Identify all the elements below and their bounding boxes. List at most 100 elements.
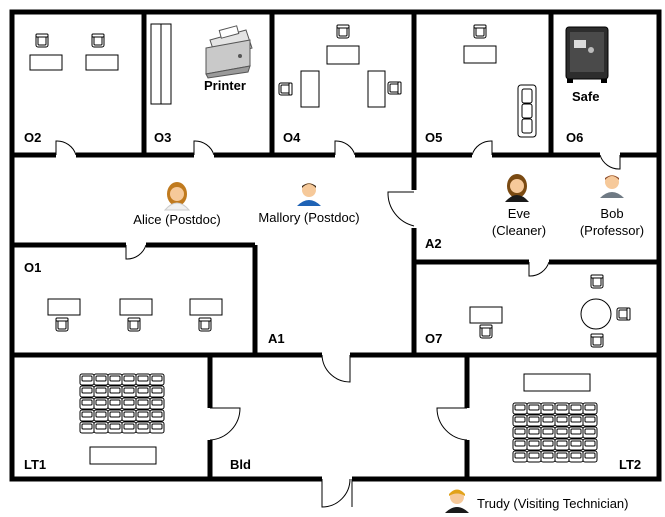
lecture-seat bbox=[568, 426, 584, 439]
door-gaps bbox=[56, 151, 620, 483]
lecture-seat bbox=[149, 421, 165, 434]
doors bbox=[55, 140, 621, 508]
room-label-o7: O7 bbox=[425, 331, 442, 346]
lecture-seat bbox=[582, 402, 598, 415]
lecture-seat bbox=[93, 373, 109, 386]
bob-avatar-icon bbox=[600, 175, 624, 198]
lecture-seat bbox=[107, 409, 123, 422]
bob-label-name: Bob bbox=[600, 206, 623, 221]
printer-label: Printer bbox=[204, 78, 246, 93]
lecture-seat bbox=[526, 402, 542, 415]
lecture-seat bbox=[554, 450, 570, 463]
lecture-seat bbox=[149, 409, 165, 422]
door-a1 bbox=[321, 354, 351, 383]
furniture-o7 bbox=[469, 274, 631, 348]
mallory-avatar-icon bbox=[297, 183, 321, 206]
lecture-seat bbox=[512, 426, 528, 439]
lecture-seat bbox=[149, 385, 165, 398]
door-o4 bbox=[334, 140, 356, 156]
lecture-seat bbox=[121, 409, 137, 422]
door-o5 bbox=[471, 140, 493, 156]
lecture-seat bbox=[93, 421, 109, 434]
door-o1 bbox=[125, 244, 147, 260]
room-label-o2: O2 bbox=[24, 130, 41, 145]
furniture-lt1 bbox=[79, 373, 165, 434]
lecture-seat bbox=[554, 414, 570, 427]
lecture-seat bbox=[121, 397, 137, 410]
lecture-seat bbox=[540, 414, 556, 427]
lecture-seat bbox=[582, 414, 598, 427]
room-label-bld: Bld bbox=[230, 457, 251, 472]
trudy-label: Trudy (Visiting Technician) bbox=[477, 496, 629, 511]
eve-avatar-icon bbox=[505, 174, 529, 202]
lecture-seat bbox=[512, 402, 528, 415]
eve-label-name: Eve bbox=[508, 206, 530, 221]
lecture-seat bbox=[79, 409, 95, 422]
lecture-seat bbox=[93, 385, 109, 398]
lecture-seat bbox=[540, 450, 556, 463]
lecture-seat bbox=[107, 385, 123, 398]
lecture-seat bbox=[121, 421, 137, 434]
lecture-seat bbox=[568, 438, 584, 451]
lecture-seat bbox=[135, 409, 151, 422]
furniture-o4 bbox=[278, 24, 402, 108]
mallory-label: Mallory (Postdoc) bbox=[258, 210, 359, 225]
lecture-seat bbox=[526, 414, 542, 427]
furniture-o2 bbox=[29, 33, 119, 71]
lecture-seat bbox=[79, 385, 95, 398]
lecture-seat bbox=[135, 421, 151, 434]
furniture-o6 bbox=[565, 26, 609, 83]
room-label-o1: O1 bbox=[24, 260, 41, 275]
lecture-seat bbox=[512, 438, 528, 451]
lecture-seat bbox=[526, 450, 542, 463]
lecture-seat bbox=[554, 426, 570, 439]
room-label-o4: O4 bbox=[283, 130, 301, 145]
room-label-lt2: LT2 bbox=[619, 457, 641, 472]
alice-avatar-icon bbox=[163, 182, 191, 211]
lecture-seat bbox=[79, 373, 95, 386]
lecture-seat bbox=[540, 402, 556, 415]
door-o6 bbox=[599, 154, 621, 170]
furniture-o1 bbox=[47, 298, 223, 332]
lecture-seat bbox=[568, 414, 584, 427]
lecture-seat bbox=[582, 450, 598, 463]
lecture-seat bbox=[568, 450, 584, 463]
lecture-seat bbox=[149, 373, 165, 386]
door-o7 bbox=[528, 261, 550, 277]
safe-icon bbox=[565, 26, 609, 83]
lecture-seat bbox=[540, 426, 556, 439]
alice-label: Alice (Postdoc) bbox=[133, 212, 220, 227]
door-o3 bbox=[193, 140, 215, 156]
lecture-seat bbox=[79, 421, 95, 434]
lecture-seat bbox=[93, 409, 109, 422]
lecture-seat bbox=[93, 397, 109, 410]
room-label-lt1: LT1 bbox=[24, 457, 46, 472]
bob-label-role: (Professor) bbox=[580, 223, 644, 238]
lecture-seat bbox=[79, 397, 95, 410]
lecture-seat bbox=[582, 426, 598, 439]
lecture-seat bbox=[526, 426, 542, 439]
lecture-seat bbox=[135, 385, 151, 398]
printer-icon bbox=[205, 25, 253, 79]
door-o2 bbox=[55, 140, 77, 156]
room-label-a2: A2 bbox=[425, 236, 442, 251]
lecture-seat bbox=[554, 438, 570, 451]
lecture-seat bbox=[121, 385, 137, 398]
lecture-seat bbox=[540, 438, 556, 451]
lt1-podium bbox=[89, 446, 157, 465]
door-lt2 bbox=[436, 407, 468, 441]
lecture-seat bbox=[107, 373, 123, 386]
door-lt1 bbox=[209, 407, 241, 441]
furniture-o5 bbox=[463, 24, 537, 138]
lecture-seat bbox=[526, 438, 542, 451]
lecture-seat bbox=[554, 402, 570, 415]
furniture-o3 bbox=[150, 23, 253, 105]
lecture-seat bbox=[107, 421, 123, 434]
furniture-lt2 bbox=[512, 402, 598, 463]
eve-label-role: (Cleaner) bbox=[492, 223, 546, 238]
lt2-podium bbox=[523, 373, 591, 392]
door-a2 bbox=[387, 191, 415, 227]
lecture-seat bbox=[149, 397, 165, 410]
lecture-seat bbox=[512, 414, 528, 427]
